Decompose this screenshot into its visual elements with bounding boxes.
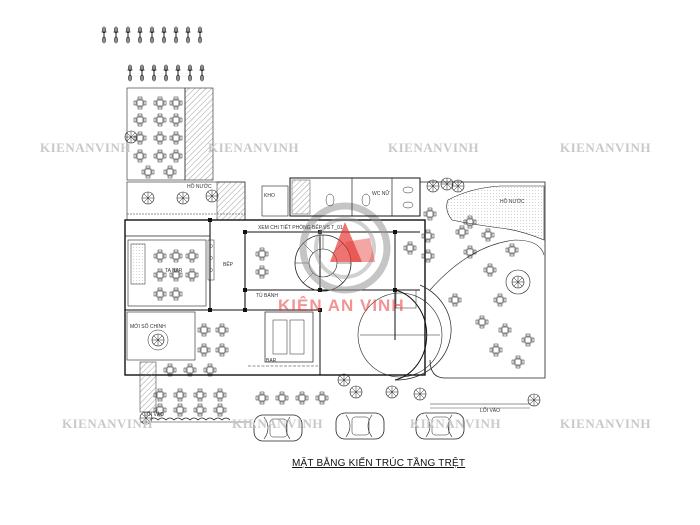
label-wc-nu: WC NỮ xyxy=(372,191,390,197)
restroom-block xyxy=(261,177,421,217)
right-garden xyxy=(420,177,546,407)
watermark-2: KIENANVINH xyxy=(208,140,299,155)
label-loi-vao-right: LỐI VÀO xyxy=(480,408,501,414)
watermark-3: KIENANVINH xyxy=(388,140,479,155)
logo-text: KIÊN AN VINH xyxy=(278,296,405,315)
label-loi-vao-left: LỐI VÀO xyxy=(144,412,165,418)
watermark-8: KIENANVINH xyxy=(560,416,651,431)
watermark-logo xyxy=(299,202,391,294)
label-tu-banh: TỦ BÁNH xyxy=(256,293,278,299)
garden-band xyxy=(126,181,246,221)
watermark-4: KIENANVINH xyxy=(560,140,651,155)
watermark-5: KIENANVINH xyxy=(62,416,153,431)
bar-area xyxy=(127,239,215,307)
upper-left-seating xyxy=(124,87,214,181)
label-moi-so-chinh: MỚI SỐ CHÍNH xyxy=(130,324,166,330)
watermark-7: KIENANVINH xyxy=(410,416,501,431)
label-bep: BẾP xyxy=(223,262,234,268)
main-building xyxy=(124,218,426,376)
label-ho-nuoc-right: HỒ NƯỚC xyxy=(500,199,525,205)
watermark-6: KIENANVINH xyxy=(232,416,323,431)
label-xem-chi-tiet: XEM CHI TIẾT PHÒNG BẾP VS T_01 xyxy=(258,225,343,231)
drawing-title: MẶT BẰNG KIẾN TRÚC TẦNG TRỆT xyxy=(292,458,466,469)
label-bar: BAR xyxy=(266,358,277,364)
lobby-display xyxy=(248,311,318,367)
label-kho: KHO xyxy=(264,193,275,199)
lower-left-seating xyxy=(126,311,427,425)
label-ho-nuoc-left: HỒ NƯỚC xyxy=(187,184,212,190)
curved-terrace xyxy=(357,284,452,381)
motorbike-parking xyxy=(101,26,205,82)
watermark-1: KIENANVINH xyxy=(40,140,131,155)
label-ta-bar: TA BAR xyxy=(165,268,183,274)
shrub-line xyxy=(140,403,530,423)
